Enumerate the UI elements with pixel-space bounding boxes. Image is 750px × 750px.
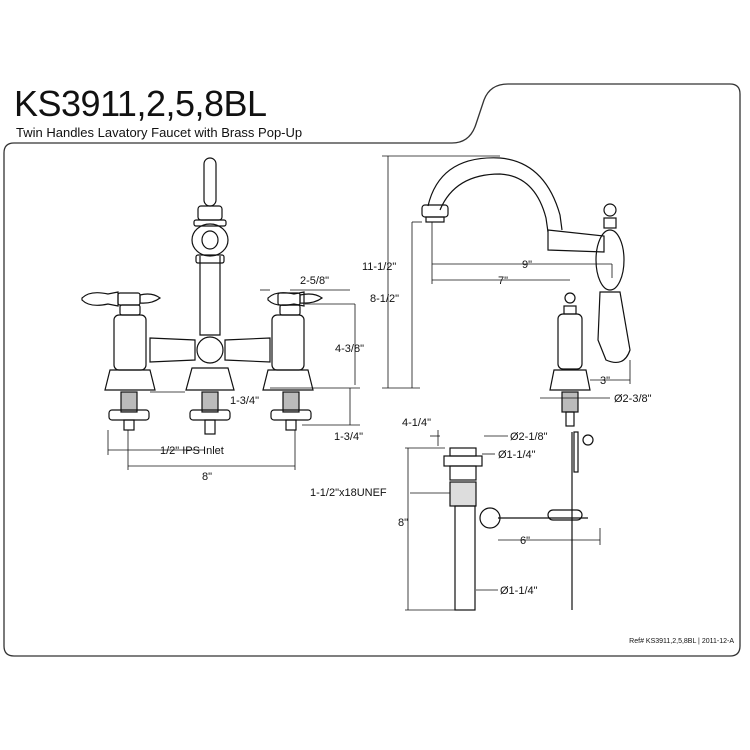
dim-flange-diameter: Ø2-1/8"	[510, 431, 548, 443]
dim-thread: 1-1/2"x18UNEF	[310, 487, 387, 499]
dim-drain-diameter-top: Ø1-1/4"	[498, 449, 536, 461]
dim-total-height: 11-1/2"	[362, 261, 396, 273]
sheet-border	[3, 83, 741, 657]
dim-inlet: 1/2" IPS Inlet	[160, 445, 224, 457]
side-view-faucet	[421, 157, 631, 473]
front-dimension-lines	[107, 289, 360, 470]
dim-body-length: 8"	[398, 517, 408, 529]
popup-drain	[443, 432, 588, 611]
dim-base-diameter: Ø2-3/8"	[614, 393, 652, 405]
side-dimension-lines	[382, 155, 631, 399]
dim-deck-clearance: 1-3/4"	[230, 395, 259, 407]
dim-shank-length: 1-3/4"	[334, 431, 363, 443]
dim-handle-height: 4-3/8"	[335, 343, 364, 355]
product-description: Twin Handles Lavatory Faucet with Brass …	[16, 125, 303, 140]
dim-spout-height: 8-1/2"	[370, 293, 399, 305]
popup-dimension-lines	[405, 430, 601, 611]
dim-flange-height: 4-1/4"	[402, 417, 431, 429]
model-title: KS3911,2,5,8BL	[14, 83, 267, 124]
reference-number: Ref# KS3911,2,5,8BL | 2011-12-A	[629, 638, 734, 645]
dim-spout-reach: 9"	[522, 259, 532, 271]
dim-rod-length: 6"	[520, 535, 530, 547]
dim-spout-reach-inner: 7"	[498, 275, 508, 287]
front-view-faucet	[81, 157, 324, 435]
dim-drain-diameter-bottom: Ø1-1/4"	[500, 585, 538, 597]
dim-center-spread: 8"	[202, 471, 212, 483]
dim-base-depth: 3"	[600, 375, 610, 387]
dim-spout-offset: 2-5/8"	[300, 275, 329, 287]
